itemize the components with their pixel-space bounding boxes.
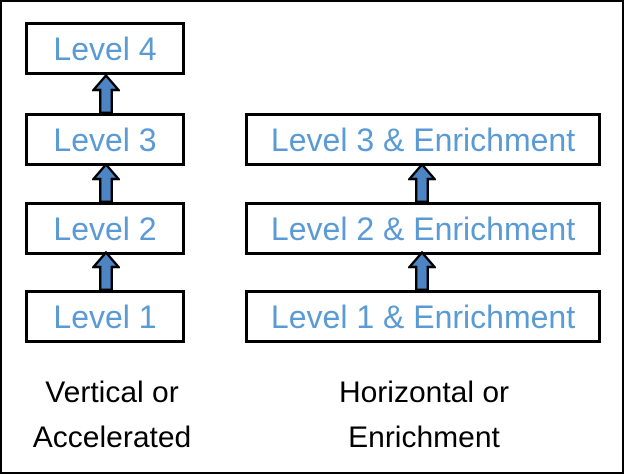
left-column-caption: Vertical or Accelerated bbox=[4, 370, 220, 460]
caption-line: Vertical or bbox=[45, 376, 179, 409]
level-box-4: Level 4 bbox=[25, 22, 185, 75]
level-box-2: Level 2 bbox=[25, 202, 185, 255]
level-box-label: Level 2 bbox=[53, 210, 157, 247]
up-block-arrow-icon bbox=[408, 163, 436, 203]
up-block-arrow-icon bbox=[92, 163, 120, 203]
level-box-label: Level 3 bbox=[53, 121, 157, 158]
caption-line: Accelerated bbox=[32, 421, 192, 454]
level-box-1: Level 1 bbox=[25, 290, 185, 343]
level-box-label: Level 2 & Enrichment bbox=[270, 210, 576, 247]
level-box-label: Level 4 bbox=[53, 30, 157, 67]
level-box-label: Level 1 & Enrichment bbox=[270, 298, 576, 335]
level-box-1-enrichment: Level 1 & Enrichment bbox=[245, 290, 601, 343]
level-box-2-enrichment: Level 2 & Enrichment bbox=[245, 202, 601, 255]
level-box-label: Level 3 & Enrichment bbox=[270, 121, 576, 158]
caption-line: Enrichment bbox=[348, 421, 500, 454]
level-box-3-enrichment: Level 3 & Enrichment bbox=[245, 113, 601, 166]
level-box-3: Level 3 bbox=[25, 113, 185, 166]
up-block-arrow-icon bbox=[92, 74, 120, 114]
right-column-caption: Horizontal or Enrichment bbox=[314, 370, 534, 460]
level-box-label: Level 1 bbox=[53, 298, 157, 335]
up-block-arrow-icon bbox=[408, 251, 436, 291]
up-block-arrow-icon bbox=[92, 251, 120, 291]
caption-line: Horizontal or bbox=[338, 376, 510, 409]
